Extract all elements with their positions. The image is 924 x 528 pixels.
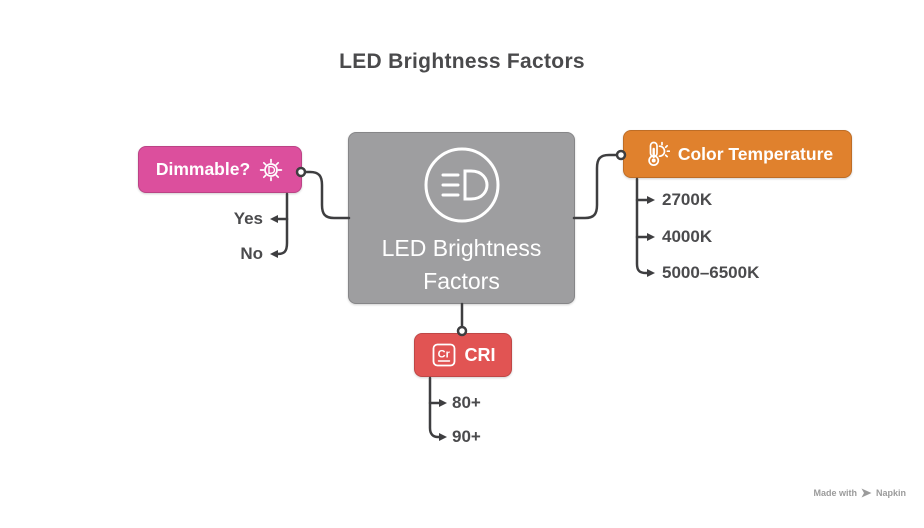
node-cri[interactable]: Cr CRI xyxy=(414,333,512,377)
branch-label: Color Temperature xyxy=(677,143,834,164)
leaf-yes: Yes xyxy=(233,209,263,228)
svg-text:Cr: Cr xyxy=(437,349,450,361)
connector-dimmable-to-center xyxy=(303,170,351,220)
node-color-temperature[interactable]: Color Temperature xyxy=(623,130,852,178)
made-with-napkin-link[interactable]: Made with Napkin xyxy=(813,488,906,498)
watermark-brand: Napkin xyxy=(875,488,906,498)
leaf-80plus: 80+ xyxy=(452,393,481,412)
thermometer-sun-icon xyxy=(642,140,670,168)
napkin-logo-icon xyxy=(861,488,872,498)
leaf-2700k: 2700K xyxy=(662,190,713,209)
connector-center-to-color-temperature xyxy=(572,153,619,220)
leaf-no: No xyxy=(240,244,263,263)
page-title: LED Brightness Factors xyxy=(339,50,585,73)
led-headlight-icon xyxy=(422,145,502,225)
leaf-4000k: 4000K xyxy=(662,227,713,246)
cr-element-icon: Cr xyxy=(431,342,457,368)
branch-lines-dimmable xyxy=(274,192,289,256)
branch-lines-cri xyxy=(428,376,441,439)
dimmer-sun-icon xyxy=(258,157,284,183)
branch-label: CRI xyxy=(464,344,496,365)
leaf-90plus: 90+ xyxy=(452,427,481,446)
leaf-5000-6500k: 5000–6500K xyxy=(662,263,760,282)
branch-lines-color-temperature xyxy=(635,177,649,275)
node-dimmable[interactable]: Dimmable? xyxy=(138,146,302,193)
branch-label: Dimmable? xyxy=(155,159,251,179)
center-node-label: LED Brightness Factors xyxy=(381,235,542,294)
node-led-brightness-factors[interactable]: LED Brightness Factors xyxy=(348,132,575,304)
watermark-prefix: Made with xyxy=(813,488,857,498)
